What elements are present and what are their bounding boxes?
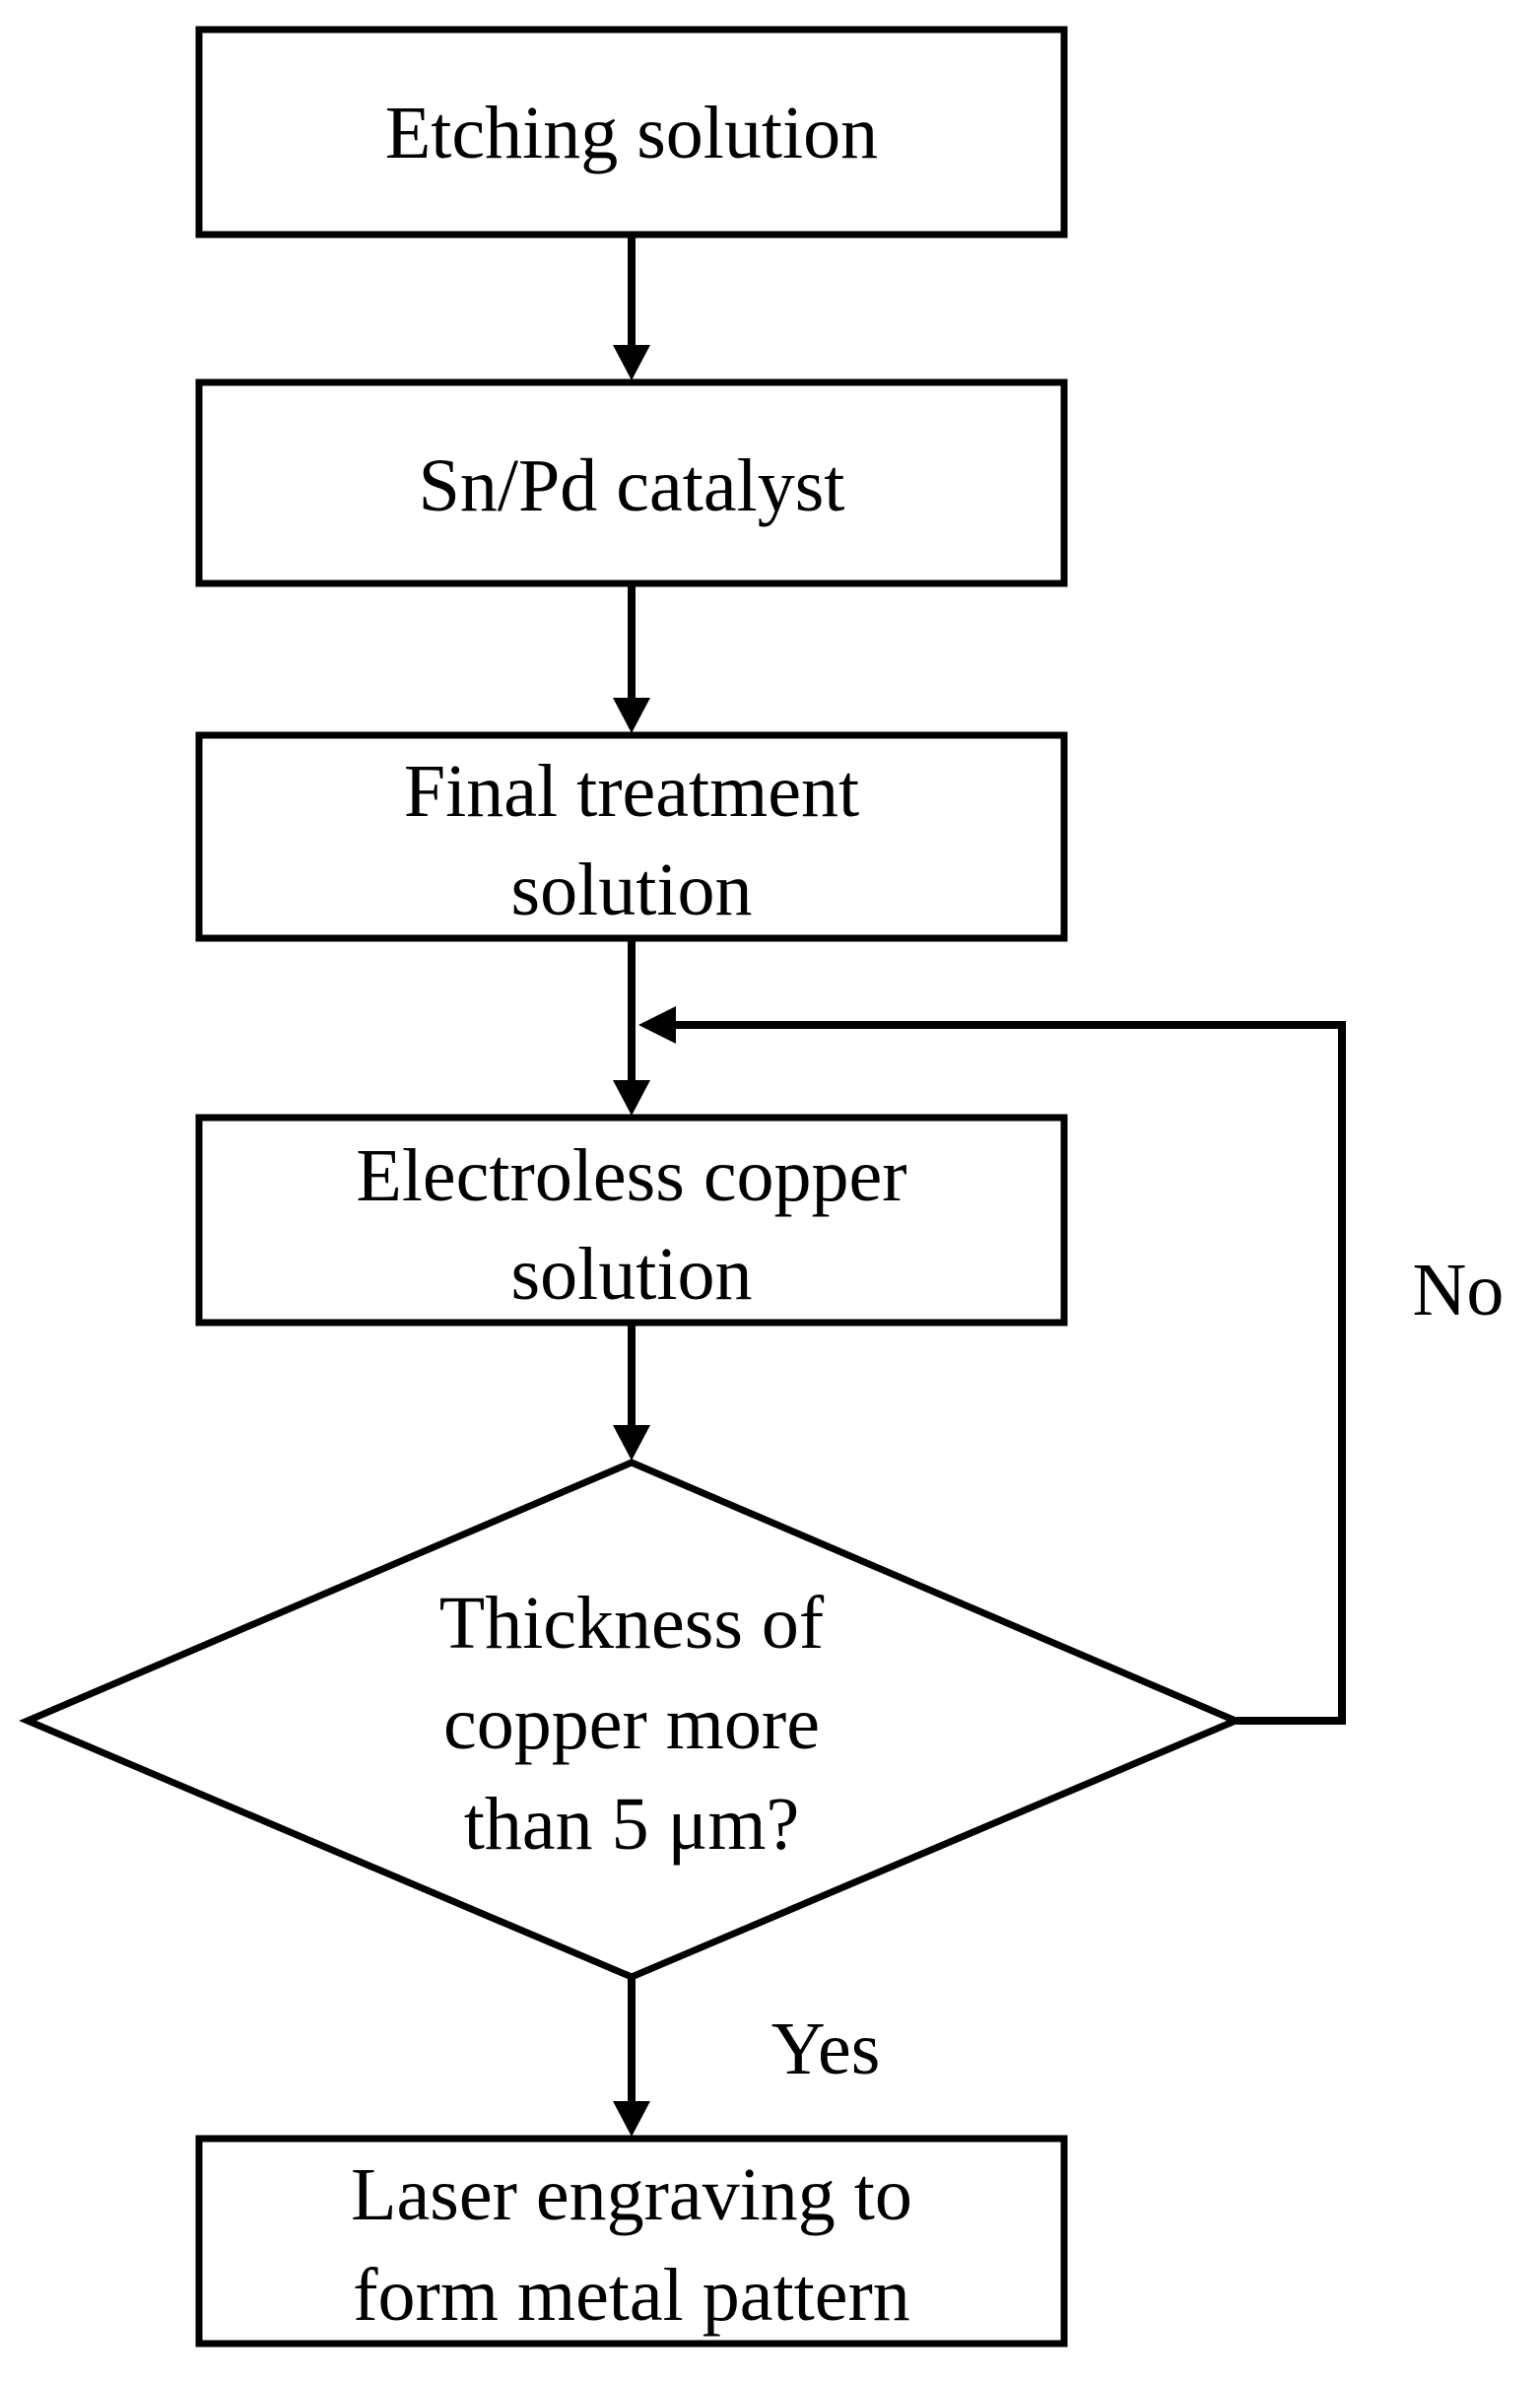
node-electroless-copper-solution: Electroless copper solution	[195, 1114, 1068, 1327]
edge-decision-no-loop	[674, 1021, 1346, 1725]
node-etching-line-1: Etching solution	[385, 92, 878, 174]
arrowhead-electroless	[613, 1080, 650, 1116]
node-laser-line-1: Laser engraving to	[351, 2153, 912, 2236]
node-sn-pd-catalyst: Sn/Pd catalyst	[195, 378, 1068, 587]
node-decision-line-3: than 5 μm?	[464, 1783, 799, 1866]
node-final-treatment-solution: Final treatment solution	[195, 731, 1068, 942]
edge-label-no: No	[1413, 1249, 1505, 1331]
node-etching-solution: Etching solution	[195, 26, 1068, 238]
arrowhead-loop-return	[638, 1006, 676, 1044]
arrowhead-final	[613, 698, 650, 733]
node-final-line-2: solution	[511, 849, 753, 931]
node-laser-engraving: Laser engraving to form metal pattern	[195, 2135, 1068, 2348]
node-thickness-decision: Thickness of copper more than 5 μm?	[19, 1459, 1244, 1981]
node-electroless-line-1: Electroless copper	[356, 1134, 906, 1217]
arrowhead-laser	[613, 2101, 650, 2137]
node-electroless-line-2: solution	[511, 1233, 753, 1316]
edge-label-yes: Yes	[771, 2008, 881, 2090]
node-final-line-1: Final treatment	[404, 750, 859, 833]
node-laser-line-2: form metal pattern	[353, 2254, 910, 2337]
node-decision-line-2: copper more	[443, 1682, 820, 1765]
node-catalyst-line-1: Sn/Pd catalyst	[419, 444, 845, 527]
node-decision-line-1: Thickness of	[439, 1582, 825, 1665]
arrowhead-catalyst	[613, 345, 650, 380]
arrowhead-decision	[613, 1425, 650, 1461]
